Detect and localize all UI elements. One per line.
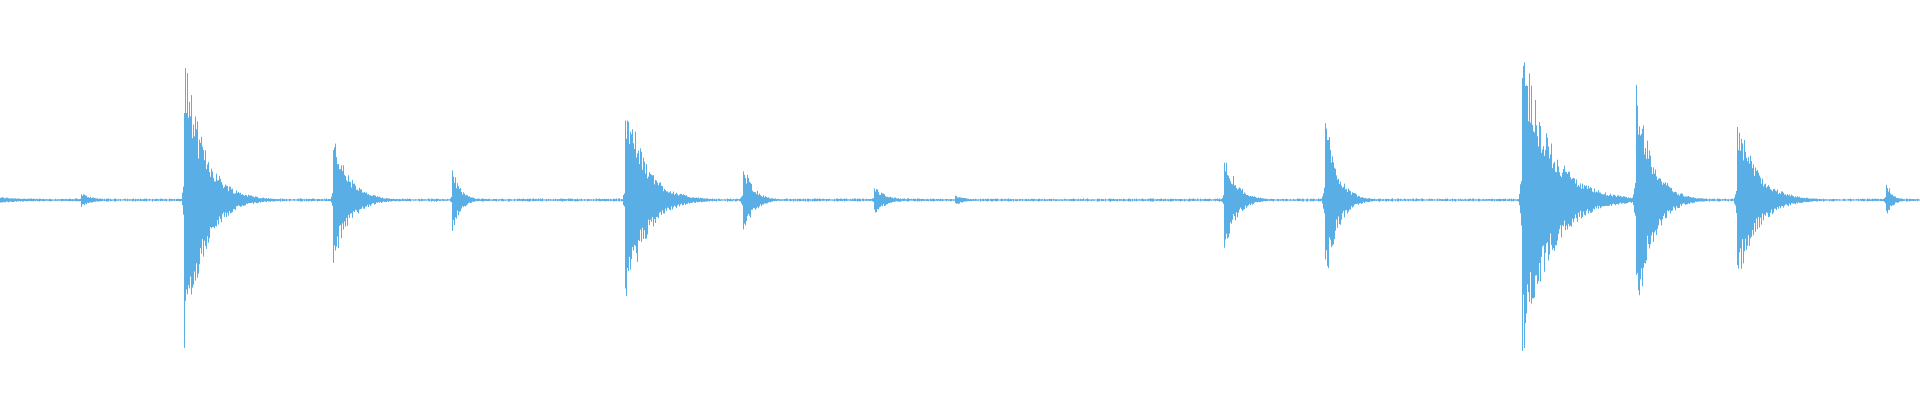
waveform-peaks xyxy=(0,62,1920,351)
